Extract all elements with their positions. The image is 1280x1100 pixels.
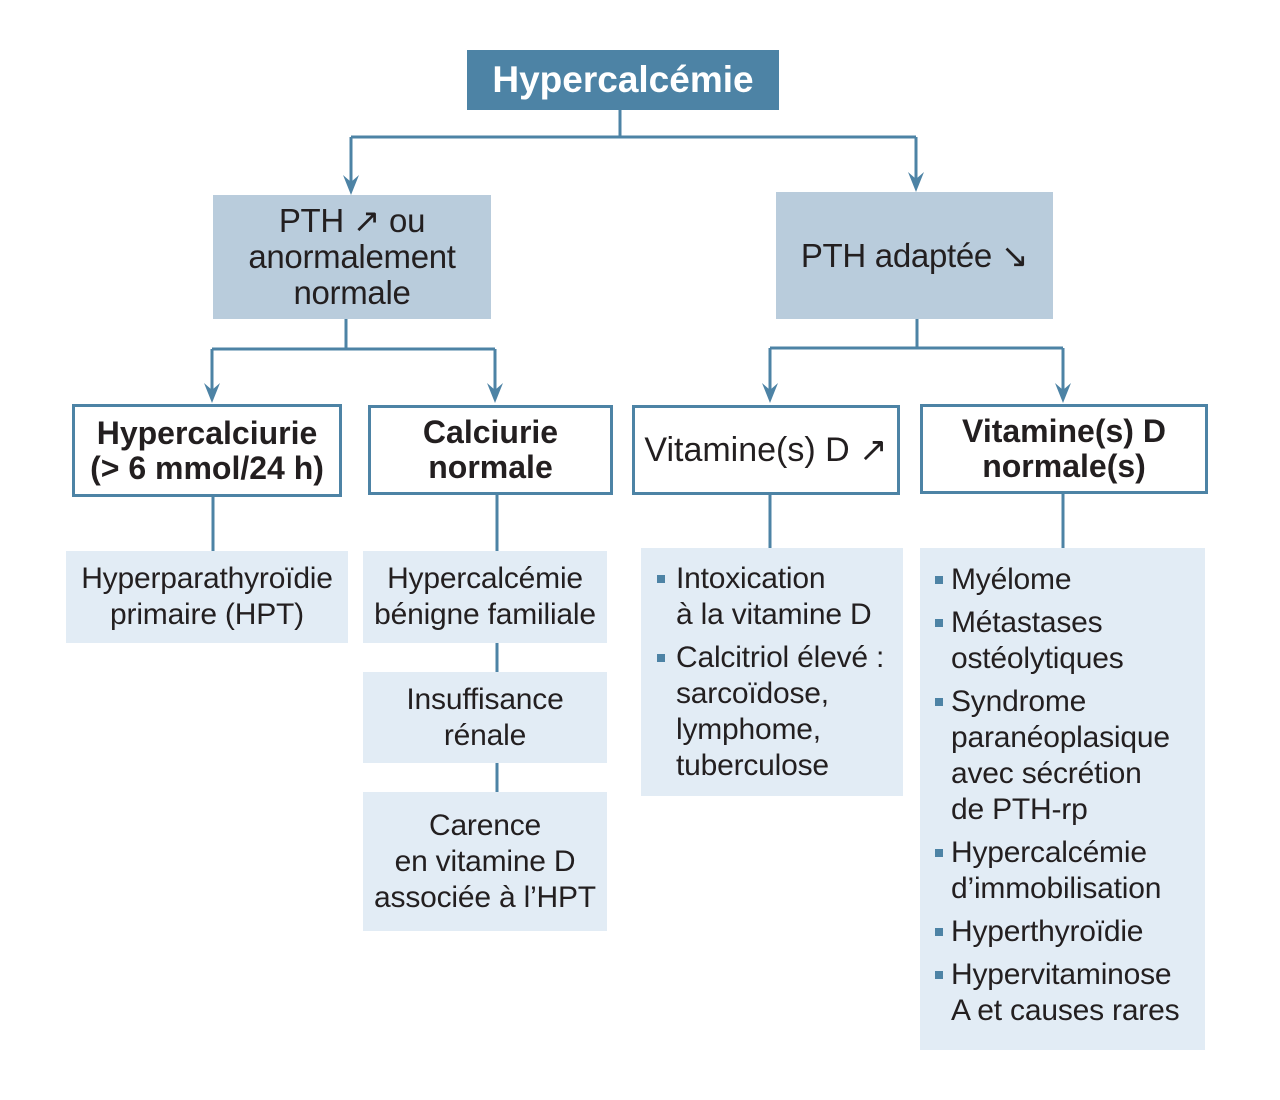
cause-item: Hypervitaminose A et causes rares xyxy=(935,957,1205,1029)
cause-item: Intoxication à la vitamine D xyxy=(657,561,903,633)
cause-item: Myélome xyxy=(935,562,1205,598)
vitamin-d-high-causes-list: Intoxication à la vitamine D Calcitriol … xyxy=(641,548,903,796)
cause-item: Hypercalcémie d’immobilisation xyxy=(935,835,1205,907)
cause-item: Calcitriol élevé : sarcoïdose, lymphome,… xyxy=(657,640,903,784)
hypercalciurie-node: Hypercalciurie (> 6 mmol/24 h) xyxy=(72,404,342,497)
vitamin-d-normal-causes-list: Myélome Métastases ostéolytiques Syndrom… xyxy=(920,548,1205,1050)
cause-item: Métastases ostéolytiques xyxy=(935,605,1205,677)
outcome-carence-vitamine-d: Carence en vitamine D associée à l’HPT xyxy=(363,792,607,931)
arrowhead-pth-low xyxy=(908,172,924,192)
outcome-hpt: Hyperparathyroïdie primaire (HPT) xyxy=(66,551,348,643)
cause-item: Hyperthyroïdie xyxy=(935,914,1205,950)
calciurie-normale-node: Calciurie normale xyxy=(368,405,613,495)
arrowhead-hypercalciurie xyxy=(204,383,220,403)
cause-item: Syndrome paranéoplasique avec sécrétion … xyxy=(935,684,1205,828)
outcome-hbf: Hypercalcémie bénigne familiale xyxy=(363,551,607,643)
vitamin-d-high-node: Vitamine(s) D ↗ xyxy=(632,405,900,495)
outcome-insuffisance-renale: Insuffisance rénale xyxy=(363,672,607,763)
arrowhead-pth-high xyxy=(343,175,359,195)
pth-low-node: PTH adaptée ↘ xyxy=(776,192,1053,319)
arrowhead-vitd-high xyxy=(762,383,778,403)
root-node: Hypercalcémie xyxy=(467,50,779,110)
arrowhead-vitd-normal xyxy=(1055,383,1071,403)
pth-high-node: PTH ↗ ou anormalement normale xyxy=(213,195,491,319)
arrowhead-calciurie xyxy=(487,383,503,403)
vitamin-d-normal-node: Vitamine(s) D normale(s) xyxy=(920,404,1208,494)
